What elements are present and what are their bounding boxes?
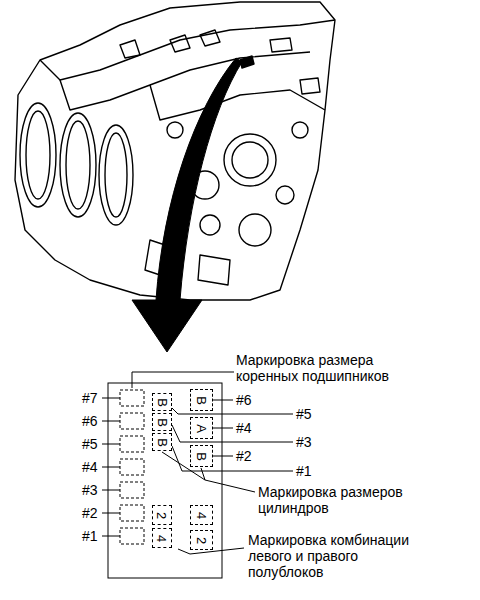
caption-label: Маркировка комбинации левого и правого п…	[248, 532, 426, 580]
leader-lines	[102, 372, 293, 554]
callout-number: #3	[82, 482, 98, 498]
pointer-arrow	[132, 58, 242, 352]
marking-cell: 4	[152, 528, 172, 548]
marking-cell: B	[152, 393, 172, 411]
callout-number: #6	[82, 413, 98, 429]
marking-cell: B	[152, 433, 172, 451]
callout-number: #4	[236, 420, 252, 436]
marking-cell: B	[190, 389, 213, 411]
callout-number: #5	[296, 406, 312, 422]
marking-code: 2	[155, 511, 168, 518]
callout-number: #2	[82, 505, 98, 521]
marking-code: B	[195, 452, 208, 461]
callout-number: #6	[236, 392, 252, 408]
callout-number: #3	[296, 434, 312, 450]
marking-code: B	[155, 438, 168, 447]
callout-number: #4	[82, 459, 98, 475]
callout-number: #5	[82, 436, 98, 452]
callout-number: #7	[82, 390, 98, 406]
marking-code: 2	[195, 536, 208, 543]
marking-code: A	[195, 424, 208, 433]
marking-code: B	[195, 396, 208, 405]
marking-cell: B	[190, 445, 213, 467]
marking-cell: 4	[190, 505, 213, 525]
marking-cell: B	[152, 413, 172, 431]
marking-plate	[108, 383, 222, 578]
marking-code: 4	[195, 511, 208, 518]
marking-cell: A	[190, 417, 213, 439]
callout-number: #1	[296, 463, 312, 479]
marking-code: B	[155, 418, 168, 427]
callout-number: #1	[82, 528, 98, 544]
caption-label: Маркировка размера коренных подшипников	[236, 352, 416, 384]
caption-label: Маркировка размеров цилиндров	[258, 484, 418, 516]
marking-cell: 2	[190, 530, 213, 550]
marking-cell: 2	[152, 505, 172, 525]
callout-number: #2	[236, 448, 252, 464]
marking-code: 4	[155, 534, 168, 541]
marking-code: B	[155, 398, 168, 407]
